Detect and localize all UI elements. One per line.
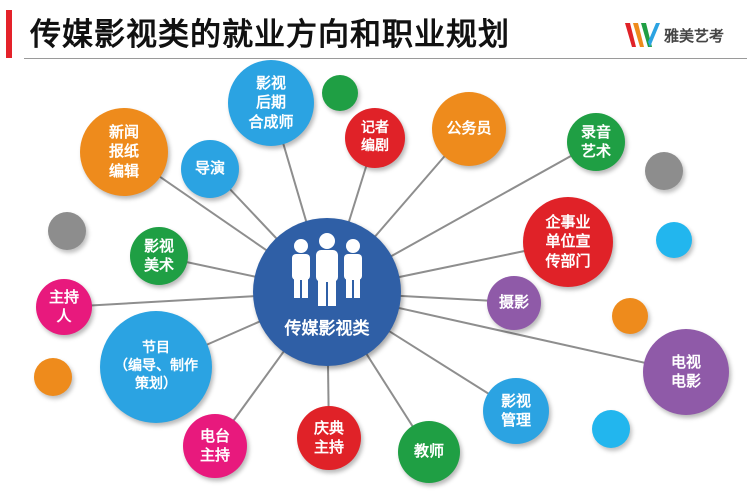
- node-teacher: 教师: [398, 421, 460, 483]
- decor-dot-green: [322, 75, 358, 111]
- node-art-design: 影视 美术: [130, 227, 188, 285]
- decor-dot-cyan: [656, 222, 692, 258]
- decor-dot-orange: [34, 358, 72, 396]
- title-accent-bar: [6, 10, 12, 58]
- node-enterprise-pr: 企事业 单位宣 传部门: [523, 197, 613, 287]
- node-recording-art: 录音 艺术: [567, 113, 625, 171]
- brand-name: 雅美艺考: [664, 27, 725, 45]
- title-divider: [24, 58, 747, 59]
- decor-dot-gray: [645, 152, 683, 190]
- hub-label: 传媒影视类: [284, 319, 370, 339]
- decor-dot-cyan: [592, 410, 630, 448]
- brand-logo: 雅美艺考: [624, 18, 744, 52]
- node-film-tv: 电视 电影: [643, 329, 729, 415]
- node-station-host: 电台 主持: [183, 414, 247, 478]
- node-program: 节目 （编导、制作 策划）: [100, 311, 212, 423]
- page-title: 传媒影视类的就业方向和职业规划: [30, 17, 510, 53]
- hub-node: 传媒影视类: [253, 218, 401, 366]
- decor-dot-gray: [48, 212, 86, 250]
- brand-logo-icon: [625, 23, 660, 47]
- decor-dot-orange: [612, 298, 648, 334]
- node-film-management: 影视 管理: [483, 378, 549, 444]
- node-film-post: 影视 后期 合成师: [228, 60, 314, 146]
- people-group-icon: [292, 233, 362, 306]
- node-civil-servant: 公务员: [432, 92, 506, 166]
- node-reporter: 记者 编剧: [345, 108, 405, 168]
- node-news-editor: 新闻 报纸 编辑: [80, 108, 168, 196]
- node-ceremony-host: 庆典 主持: [297, 406, 361, 470]
- node-photography: 摄影: [487, 276, 541, 330]
- node-host: 主持 人: [36, 279, 92, 335]
- node-director: 导演: [181, 140, 239, 198]
